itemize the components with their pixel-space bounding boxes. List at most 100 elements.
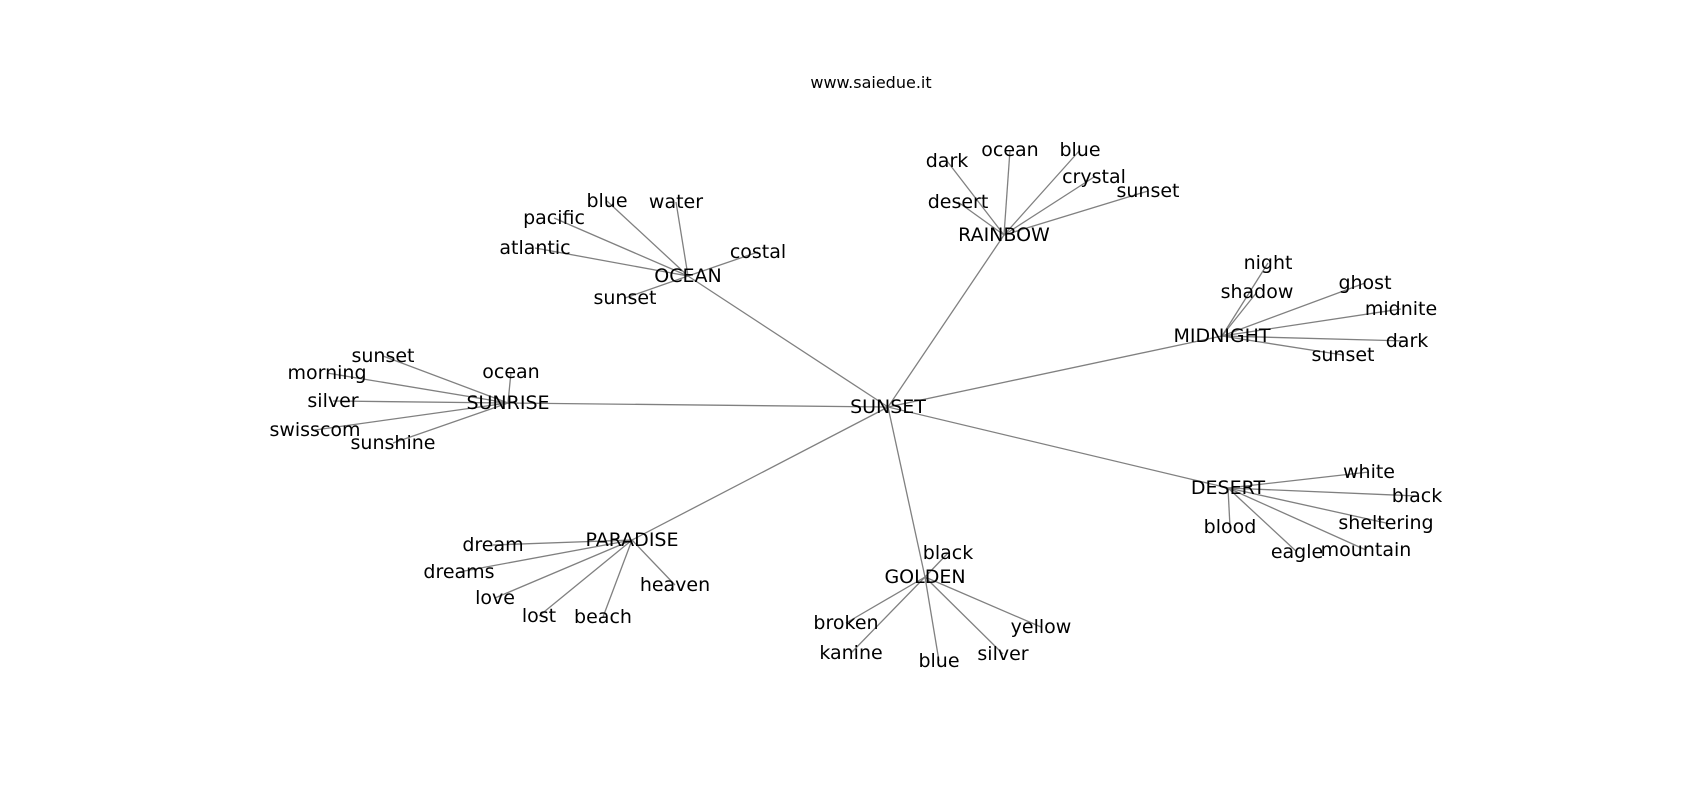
edge-ocean-water bbox=[675, 201, 689, 277]
edge-midnight-dark bbox=[1221, 335, 1408, 342]
edge-root-midnight bbox=[887, 335, 1223, 408]
cluster-node-desert: DESERT bbox=[1191, 477, 1266, 499]
leaf-node-rainbow-desert: desert bbox=[928, 191, 989, 213]
edge-desert-eagle bbox=[1227, 487, 1298, 553]
edge-ocean-costal bbox=[687, 251, 759, 277]
edge-root-sunrise bbox=[507, 402, 889, 408]
edge-paradise-love bbox=[494, 539, 633, 599]
edge-root-golden bbox=[887, 406, 926, 578]
cluster-node-ocean: OCEAN bbox=[654, 265, 721, 287]
edge-midnight-shadow bbox=[1221, 291, 1258, 337]
cluster-node-midnight: MIDNIGHT bbox=[1173, 325, 1270, 347]
edge-sunrise-sunshine bbox=[392, 402, 509, 444]
edge-golden-kanine bbox=[850, 576, 926, 654]
edge-golden-broken bbox=[845, 576, 926, 624]
edge-rainbow-sunset bbox=[1003, 190, 1149, 236]
cluster-node-rainbow: RAINBOW bbox=[958, 224, 1050, 246]
edge-ocean-pacific bbox=[553, 217, 689, 277]
leaf-node-rainbow-ocean: ocean bbox=[981, 139, 1038, 161]
edge-desert-white bbox=[1227, 471, 1370, 489]
edge-sunrise-sunset bbox=[382, 355, 509, 404]
edge-rainbow-blue bbox=[1003, 149, 1081, 236]
leaf-node-golden-yellow: yellow bbox=[1011, 616, 1072, 638]
leaf-node-paradise-dream: dream bbox=[462, 534, 523, 556]
leaf-node-golden-black: black bbox=[923, 542, 973, 564]
leaf-node-desert-blood: blood bbox=[1204, 516, 1257, 538]
leaf-node-midnight-dark: dark bbox=[1386, 330, 1429, 352]
leaf-node-midnight-shadow: shadow bbox=[1221, 281, 1294, 303]
edge-rainbow-dark bbox=[946, 160, 1005, 236]
leaf-node-desert-black: black bbox=[1392, 485, 1442, 507]
edge-root-ocean bbox=[687, 275, 889, 408]
edge-root-rainbow bbox=[887, 234, 1005, 408]
edge-ocean-blue bbox=[606, 200, 689, 277]
leaf-node-sunrise-morning: morning bbox=[287, 362, 366, 384]
leaf-node-paradise-heaven: heaven bbox=[640, 574, 710, 596]
leaf-node-ocean-sunset: sunset bbox=[593, 287, 656, 309]
edge-root-desert bbox=[887, 406, 1229, 489]
edge-root-paradise bbox=[631, 406, 889, 541]
edge-midnight-midnite bbox=[1221, 308, 1402, 337]
edge-sunrise-morning bbox=[326, 372, 509, 404]
leaf-node-desert-mountain: mountain bbox=[1321, 539, 1412, 561]
leaf-node-midnight-night: night bbox=[1244, 252, 1293, 274]
edge-golden-yellow bbox=[924, 576, 1042, 628]
leaf-node-desert-eagle: eagle bbox=[1271, 541, 1323, 563]
edge-desert-black bbox=[1227, 487, 1418, 497]
leaf-node-desert-sheltering: sheltering bbox=[1338, 512, 1433, 534]
leaf-node-golden-blue: blue bbox=[918, 650, 959, 672]
leaf-node-ocean-blue: blue bbox=[586, 190, 627, 212]
leaf-node-sunrise-swisscom: swisscom bbox=[269, 419, 360, 441]
leaf-node-paradise-dreams: dreams bbox=[423, 561, 494, 583]
edge-sunrise-ocean bbox=[507, 371, 512, 404]
leaf-node-sunrise-sunset: sunset bbox=[351, 345, 414, 367]
edge-rainbow-crystal bbox=[1003, 176, 1095, 236]
edge-ocean-sunset bbox=[624, 275, 689, 299]
leaf-node-golden-broken: broken bbox=[813, 612, 878, 634]
cluster-node-golden: GOLDEN bbox=[884, 566, 965, 588]
leaf-node-ocean-water: water bbox=[649, 191, 703, 213]
leaf-node-midnight-midnite: midnite bbox=[1365, 298, 1437, 320]
leaf-node-desert-white: white bbox=[1343, 461, 1395, 483]
edge-desert-mountain bbox=[1227, 487, 1367, 551]
leaf-node-paradise-beach: beach bbox=[574, 606, 632, 628]
edge-paradise-dream bbox=[492, 539, 633, 546]
leaf-node-rainbow-blue: blue bbox=[1059, 139, 1100, 161]
edge-paradise-heaven bbox=[631, 539, 676, 586]
edge-midnight-ghost bbox=[1221, 282, 1366, 337]
edge-sunrise-swisscom bbox=[314, 402, 509, 431]
edge-golden-blue bbox=[924, 576, 940, 662]
edge-midnight-night bbox=[1221, 262, 1269, 337]
edges-layer bbox=[314, 149, 1418, 662]
leaf-node-paradise-love: love bbox=[475, 587, 515, 609]
edge-rainbow-desert bbox=[957, 201, 1005, 236]
leaf-node-paradise-lost: lost bbox=[522, 605, 556, 627]
edge-midnight-sunset bbox=[1221, 335, 1344, 356]
leaf-node-sunrise-ocean: ocean bbox=[482, 361, 539, 383]
leaf-node-midnight-sunset: sunset bbox=[1311, 344, 1374, 366]
page-title: www.saiedue.it bbox=[810, 73, 931, 92]
leaf-node-rainbow-dark: dark bbox=[926, 150, 969, 172]
leaf-node-golden-kanine: kanine bbox=[819, 642, 882, 664]
cluster-node-paradise: PARADISE bbox=[586, 529, 679, 551]
edge-paradise-lost bbox=[538, 539, 633, 617]
leaf-node-midnight-ghost: ghost bbox=[1338, 272, 1391, 294]
leaf-node-rainbow-sunset: sunset bbox=[1116, 180, 1179, 202]
edge-ocean-atlantic bbox=[534, 247, 689, 277]
leaf-node-ocean-costal: costal bbox=[730, 241, 786, 263]
leaf-node-sunrise-silver: silver bbox=[307, 390, 358, 412]
cluster-node-sunrise: SUNRISE bbox=[466, 392, 549, 414]
edge-desert-blood bbox=[1227, 487, 1231, 528]
edge-rainbow-ocean bbox=[1003, 149, 1011, 236]
edge-sunrise-silver bbox=[332, 400, 509, 404]
edge-golden-black bbox=[924, 552, 949, 578]
edge-golden-silver bbox=[924, 576, 1004, 655]
leaf-node-ocean-pacific: pacific bbox=[523, 207, 585, 229]
leaf-node-ocean-atlantic: atlantic bbox=[499, 237, 570, 259]
edge-paradise-beach bbox=[602, 539, 633, 618]
leaf-node-rainbow-crystal: crystal bbox=[1062, 166, 1126, 188]
root-node-sunset: SUNSET bbox=[850, 396, 926, 418]
edge-paradise-dreams bbox=[458, 539, 633, 573]
